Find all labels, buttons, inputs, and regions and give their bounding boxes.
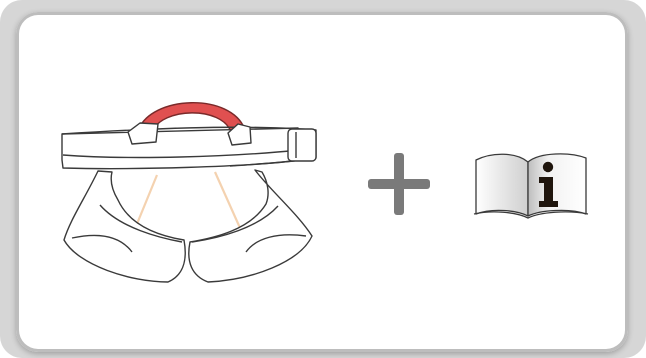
plus-icon xyxy=(368,153,430,215)
tie-in-left xyxy=(128,123,158,144)
leg-loop-left xyxy=(64,171,185,282)
waist-belt xyxy=(62,128,301,169)
manual-info-icon xyxy=(474,154,588,218)
harness-icon xyxy=(62,103,316,282)
buckle xyxy=(288,129,316,161)
manual-left-page xyxy=(476,154,528,216)
